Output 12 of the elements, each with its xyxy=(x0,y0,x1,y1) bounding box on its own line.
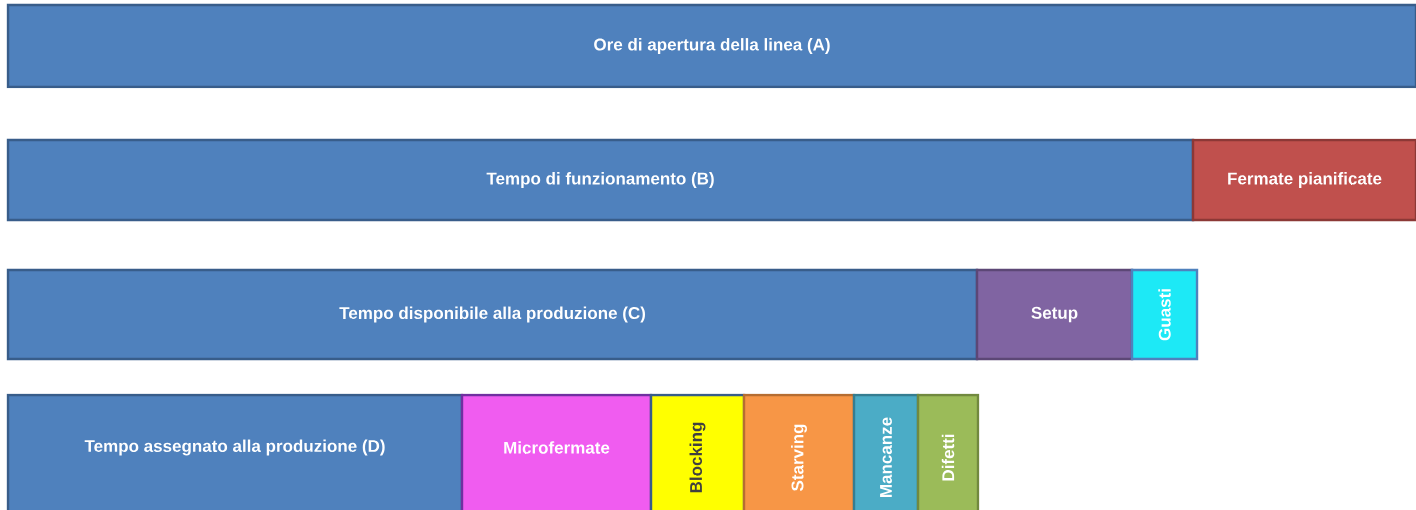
bar-segment: Microfermate xyxy=(460,393,653,510)
bar-segment: Ore di apertura della linea (A) xyxy=(6,3,1416,89)
bar-segment: Starving xyxy=(742,393,856,510)
bar-segment: Mancanze xyxy=(852,393,920,510)
bar-segment: Blocking xyxy=(649,393,746,510)
bar-segment: Difetti xyxy=(916,393,980,510)
bar-segment: Tempo disponibile alla produzione (C) xyxy=(6,268,979,361)
bar-segment: Tempo assegnato alla produzione (D) xyxy=(6,393,464,510)
bar-segment: Tempo di funzionamento (B) xyxy=(6,138,1195,222)
bar-segment: Fermate pianificate xyxy=(1191,138,1416,222)
bar-segment: Guasti xyxy=(1130,268,1199,361)
bar-segment: Setup xyxy=(975,268,1134,361)
